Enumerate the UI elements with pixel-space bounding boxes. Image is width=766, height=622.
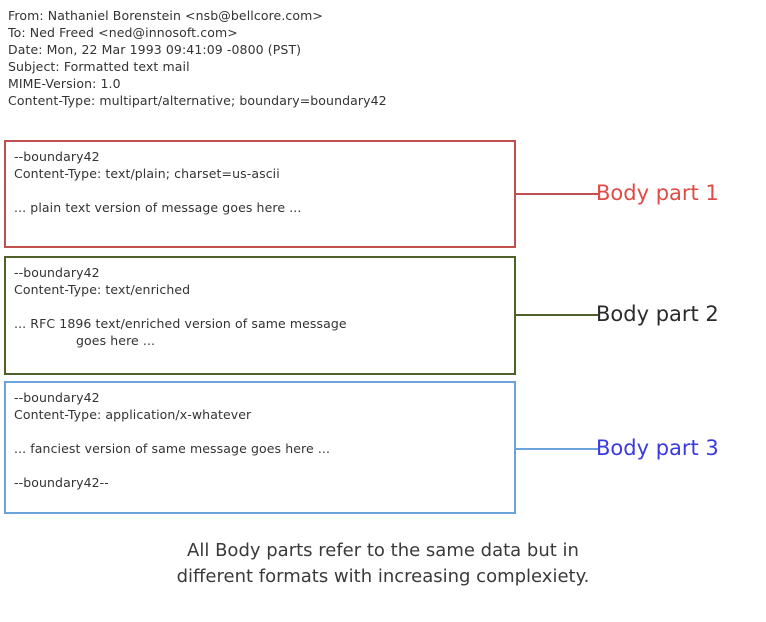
body-part-3-blank-line-1 [14, 423, 514, 440]
body-part-1-leader-line [516, 193, 598, 195]
body-part-1-content-type: Content-Type: text/plain; charset=us-asc… [14, 166, 280, 181]
body-part-2-boundary: --boundary42 [14, 265, 100, 280]
caption-line-2: different formats with increasing comple… [176, 566, 590, 587]
body-part-3-content: ... fanciest version of same message goe… [14, 441, 331, 456]
header-line-from: From: Nathaniel Borenstein <nsb@bellcore… [8, 8, 323, 23]
body-part-3-callout-label: Body part 3 [596, 436, 719, 460]
caption-line-1: All Body parts refer to the same data bu… [187, 540, 579, 561]
body-part-3-leader-line [516, 448, 598, 450]
header-line-to: To: Ned Freed <ned@innosoft.com> [8, 25, 238, 40]
body-part-2-box: --boundary42 Content-Type: text/enriched… [4, 256, 516, 375]
body-part-1-content: ... plain text version of message goes h… [14, 200, 302, 215]
body-part-3-closing-boundary: --boundary42-- [14, 475, 109, 490]
header-line-mime-version: MIME-Version: 1.0 [8, 76, 121, 91]
body-part-2-blank-line [14, 298, 514, 315]
body-part-3-blank-line-2 [14, 457, 514, 474]
body-part-2-leader-line [516, 314, 598, 316]
body-part-1-boundary: --boundary42 [14, 149, 100, 164]
header-line-date: Date: Mon, 22 Mar 1993 09:41:09 -0800 (P… [8, 42, 302, 57]
message-header-block: From: Nathaniel Borenstein <nsb@bellcore… [8, 7, 528, 109]
header-line-content-type: Content-Type: multipart/alternative; bou… [8, 93, 387, 108]
body-part-2-content-type: Content-Type: text/enriched [14, 282, 191, 297]
body-part-2-content: ... RFC 1896 text/enriched version of sa… [14, 316, 347, 331]
body-part-1-blank-line [14, 182, 514, 199]
body-part-1-box: --boundary42 Content-Type: text/plain; c… [4, 140, 516, 248]
body-part-3-box: --boundary42 Content-Type: application/x… [4, 381, 516, 514]
body-part-2-callout-label: Body part 2 [596, 302, 719, 326]
header-line-subject: Subject: Formatted text mail [8, 59, 190, 74]
body-part-3-content-type: Content-Type: application/x-whatever [14, 407, 252, 422]
diagram-caption: All Body parts refer to the same data bu… [0, 538, 766, 590]
body-part-3-boundary: --boundary42 [14, 390, 100, 405]
body-part-2-content-continued: goes here ... [76, 333, 156, 348]
body-part-1-callout-label: Body part 1 [596, 181, 719, 205]
